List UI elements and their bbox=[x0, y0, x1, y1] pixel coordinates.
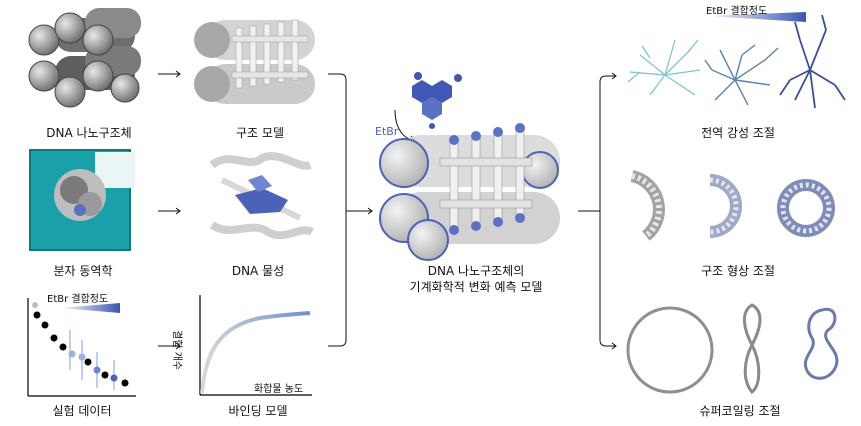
center-title-line2: 기계화학적 변화 예측 모델 bbox=[409, 280, 543, 294]
binding-y-axis-label: 결합 개수 bbox=[171, 330, 182, 370]
molecular-dynamics-label: 분자 동역학 bbox=[53, 264, 113, 278]
dna-nanostructure-label: DNA 나노구조체 bbox=[46, 126, 132, 140]
global-stiffness-label: 전역 강성 조절 bbox=[701, 126, 775, 140]
binding-model-plot bbox=[199, 295, 312, 396]
structure-model-label: 구조 모델 bbox=[236, 126, 284, 140]
center-title-line1: DNA 나노구조체의 bbox=[427, 264, 525, 278]
molecular-dynamics-image bbox=[29, 149, 135, 251]
etbr-molecule-icon bbox=[412, 72, 462, 129]
structure-model-image bbox=[194, 19, 315, 104]
right-legend-label: EtBr 결합정도 bbox=[706, 6, 768, 17]
binding-x-axis-label: 화합물 농도 bbox=[254, 384, 304, 395]
supercoiling-image bbox=[626, 303, 839, 395]
shape-control-image bbox=[630, 170, 835, 241]
experimental-data-label: 실험 데이터 bbox=[52, 404, 112, 418]
experimental-data-plot bbox=[27, 298, 136, 397]
etbr-label: EtBr bbox=[375, 125, 399, 138]
flow-arrows-left bbox=[158, 70, 373, 350]
supercoiling-label: 슈퍼코일링 조절 bbox=[699, 404, 781, 418]
flow-arrows-right bbox=[578, 72, 617, 350]
shape-control-label: 구조 형상 조절 bbox=[701, 264, 775, 278]
center-nanostructure-image bbox=[379, 72, 560, 261]
dna-nanostructure-image bbox=[28, 8, 141, 108]
dna-property-image bbox=[209, 152, 315, 240]
global-stiffness-image bbox=[627, 12, 846, 109]
left-legend-label: EtBr 결합정도 bbox=[47, 294, 109, 305]
dna-property-label: DNA 물성 bbox=[231, 264, 285, 278]
binding-model-label: 바인딩 모델 bbox=[228, 404, 288, 418]
